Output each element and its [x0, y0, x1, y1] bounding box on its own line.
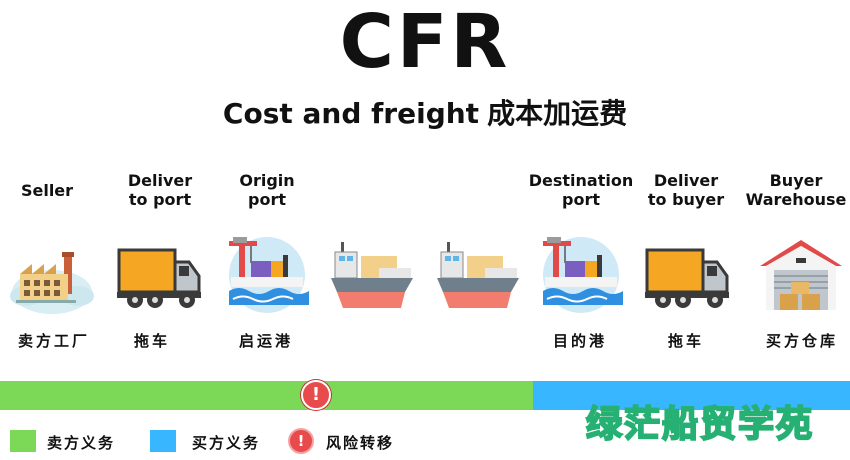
stage-label-deliver-to-buyer: Deliver to buyer	[647, 171, 725, 209]
buyer-obligation-bar	[533, 381, 850, 410]
watermark-logo: 绿茫船贸学苑	[585, 402, 815, 446]
stage-cn-origin-port: 启运港	[238, 332, 293, 350]
stage-cn-deliver-to-port: 拖车	[133, 332, 170, 350]
stage-cn-destination-port: 目的港	[552, 332, 607, 350]
legend-seller-swatch	[10, 430, 36, 452]
warehouse-icon	[760, 240, 842, 310]
seller-obligation-bar	[0, 381, 533, 410]
legend-risk-label: 风险转移	[326, 434, 395, 452]
stage-cn-seller: 卖方工厂	[17, 332, 90, 350]
cargo-ship-icon	[331, 242, 413, 308]
legend-buyer-label: 买方义务	[192, 434, 261, 452]
stage-label-origin-port: Origin port	[239, 171, 295, 209]
legend-buyer-swatch	[150, 430, 176, 452]
subtitle-cn: 成本加运费	[487, 97, 628, 130]
legend-seller-label: 卖方义务	[47, 434, 116, 452]
truck-icon	[645, 248, 729, 308]
stage-label-deliver-to-port: Deliver to port	[127, 171, 193, 209]
factory-icon	[10, 252, 94, 314]
risk-transfer-icon: !	[301, 380, 331, 410]
port-crane-icon	[229, 237, 309, 313]
stage-label-destination-port: Destination port	[528, 171, 634, 209]
truck-icon	[117, 248, 201, 308]
stage-cn-deliver-to-buyer: 拖车	[667, 332, 704, 350]
page-title: CFR	[339, 0, 511, 85]
subtitle-en: Cost and freight	[222, 97, 480, 130]
legend-risk-icon: !	[288, 428, 314, 454]
cargo-ship-icon	[437, 242, 519, 308]
stage-label-seller: Seller	[20, 181, 74, 200]
stage-label-buyer-warehouse: Buyer Warehouse	[745, 171, 847, 209]
port-crane-icon	[543, 237, 623, 313]
stage-cn-buyer-warehouse: 买方仓库	[765, 332, 838, 350]
